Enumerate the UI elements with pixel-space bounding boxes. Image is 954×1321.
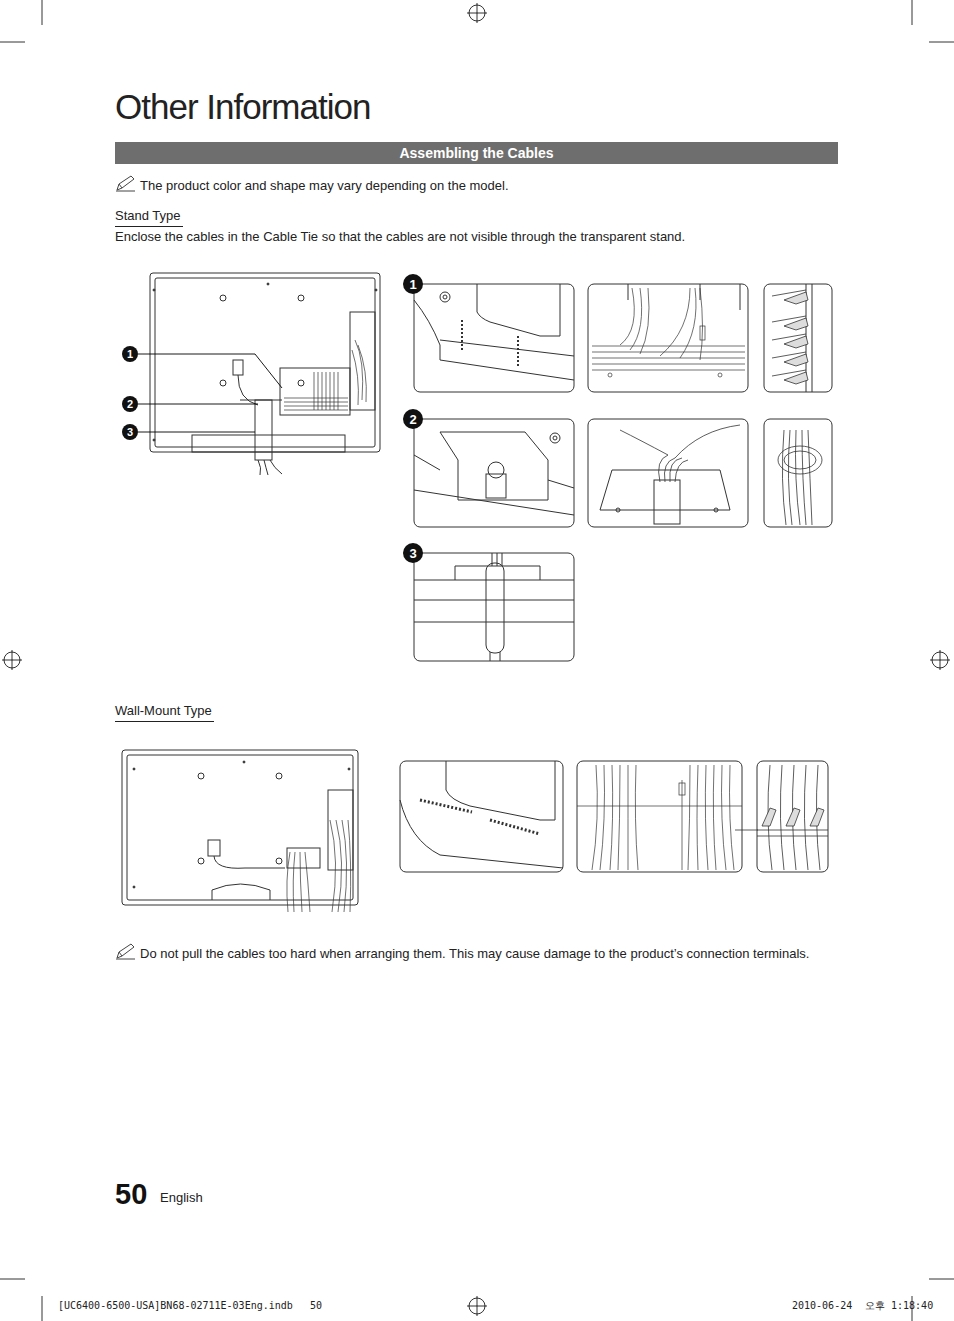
instruction: Enclose the cables in the Cable Tie so t… xyxy=(115,229,685,245)
section-band: Assembling the Cables xyxy=(115,142,838,164)
page-title: Other Information xyxy=(115,86,370,128)
callout-digit: 3 xyxy=(409,547,416,560)
file-page: 50 xyxy=(310,1300,322,1312)
callout-number: 1 xyxy=(403,274,423,294)
file-name: [UC6400-6500-USA]BN68-02711E-03Eng.indb xyxy=(58,1300,293,1312)
subheading: Stand Type xyxy=(115,208,183,227)
print-date: 2010-06-24 xyxy=(792,1300,852,1312)
callout-number: 3 xyxy=(403,543,423,563)
callout-number: 3 xyxy=(122,424,138,440)
caution-note: Do not pull the cables too hard when arr… xyxy=(140,946,809,962)
callout-number: 2 xyxy=(403,409,423,429)
callout-digit: 1 xyxy=(127,349,133,360)
callout-digit: 2 xyxy=(127,399,133,410)
callout-number: 2 xyxy=(122,396,138,412)
callout-digit: 2 xyxy=(409,413,416,426)
section-heading: Assembling the Cables xyxy=(399,146,553,160)
subheading: Wall-Mount Type xyxy=(115,703,214,722)
callout-number: 1 xyxy=(122,346,138,362)
callout-digit: 3 xyxy=(127,427,133,438)
callout-digit: 1 xyxy=(409,278,416,291)
note-text: The product color and shape may vary dep… xyxy=(140,178,509,194)
print-time: 오후 1:18:40 xyxy=(865,1300,933,1312)
page-number: 50 xyxy=(115,1177,147,1212)
language: English xyxy=(160,1190,203,1206)
